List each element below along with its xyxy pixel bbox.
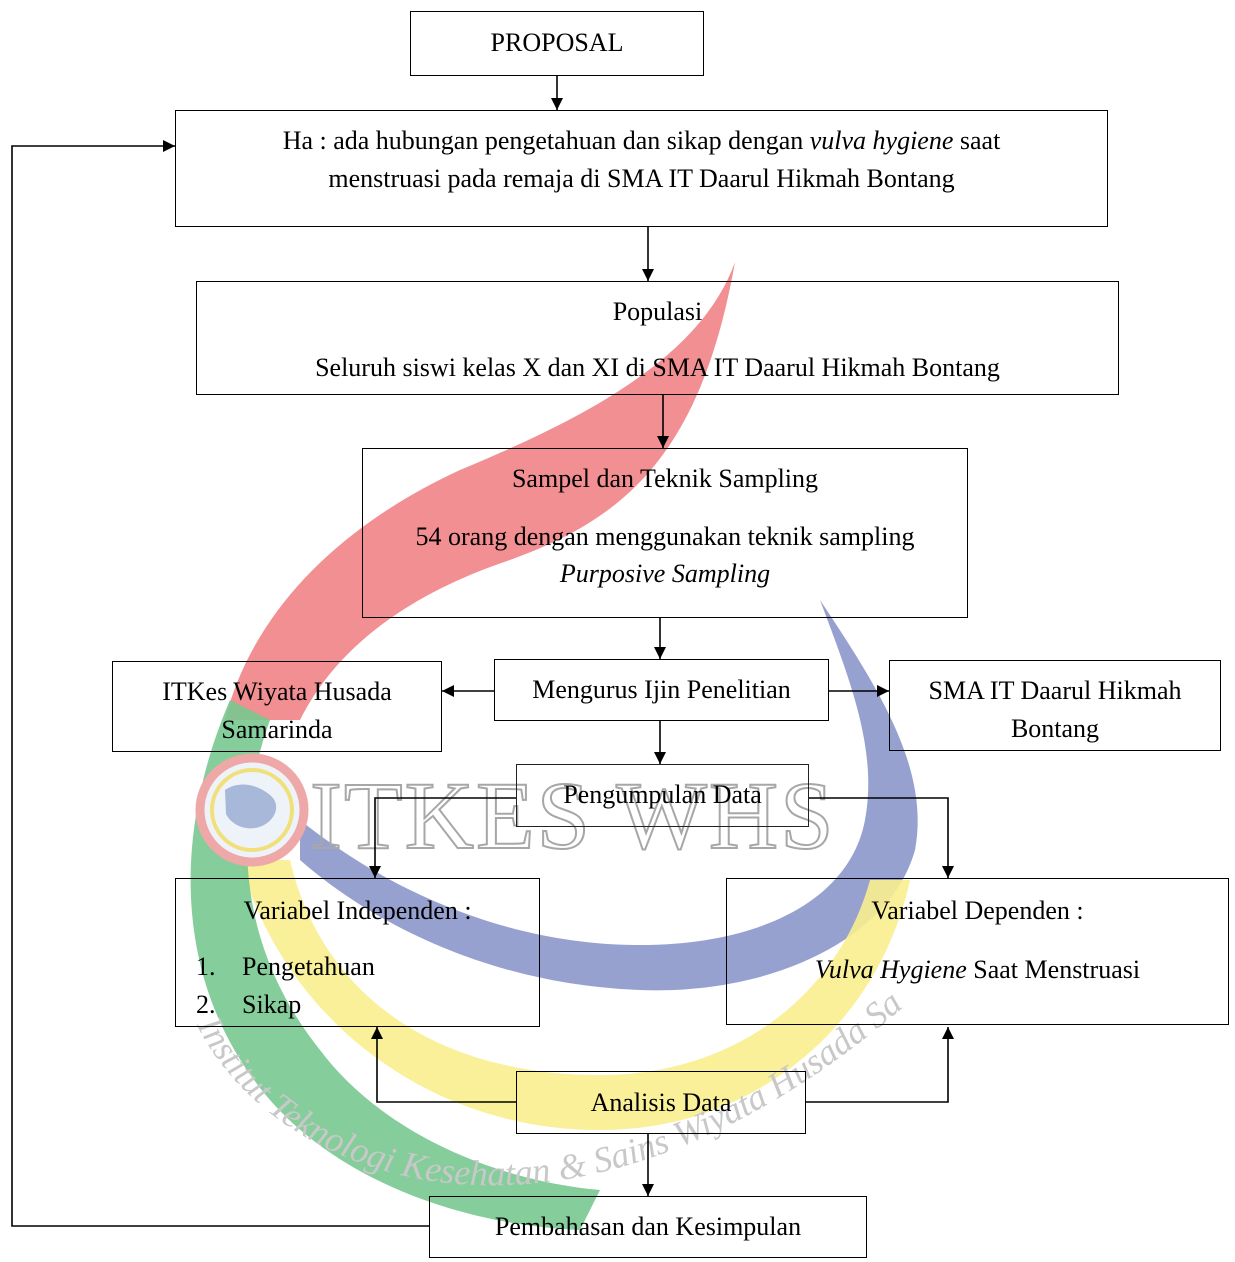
conclusion-label: Pembahasan dan Kesimpulan bbox=[494, 1212, 802, 1241]
hypothesis-italic-term: vulva hygiene bbox=[809, 126, 954, 155]
sample-line-2: Purposive Sampling bbox=[559, 559, 771, 588]
sma-box: SMA IT Daarul Hikmah Bontang bbox=[889, 660, 1221, 751]
arrow-feedback-loop-to-hypothesis bbox=[11, 140, 429, 1227]
arrow-analysis-to-dependent bbox=[806, 1027, 954, 1103]
sma-line-2: Bontang bbox=[1010, 714, 1100, 743]
proposal-box: PROPOSAL bbox=[410, 11, 704, 76]
hypothesis-suffix: saat bbox=[959, 126, 1001, 155]
hypothesis-line-1: Ha : ada hubungan pengetahuan dan sikap … bbox=[176, 123, 1107, 158]
itkes-line-2: Samarinda bbox=[221, 715, 333, 744]
globe-logo-inner-ring bbox=[210, 768, 294, 852]
arrow-collection-to-dependent bbox=[809, 797, 954, 878]
independent-item-1-label: Pengetahuan bbox=[242, 952, 375, 981]
hypothesis-prefix: Ha : ada hubungan pengetahuan dan sikap … bbox=[282, 126, 804, 155]
independent-list: 1. Pengetahuan 2. Sikap bbox=[196, 949, 375, 1022]
analysis-box: Analisis Data bbox=[516, 1071, 806, 1134]
independent-item-1-num: 1. bbox=[196, 952, 216, 981]
sample-title: Sampel dan Teknik Sampling bbox=[511, 464, 819, 493]
conclusion-box: Pembahasan dan Kesimpulan bbox=[429, 1196, 867, 1258]
dependent-variable-box: Variabel Dependen : Vulva Hygiene Saat M… bbox=[726, 878, 1229, 1025]
watermark-green-swoosh bbox=[190, 700, 600, 1230]
analysis-label: Analisis Data bbox=[590, 1088, 732, 1117]
independent-variable-box: Variabel Independen : 1. Pengetahuan 2. Si… bbox=[175, 878, 540, 1027]
itkes-box: ITKes Wiyata Husada Samarinda bbox=[112, 661, 442, 752]
watermark-yellow-swoosh bbox=[240, 860, 910, 1130]
dependent-title: Variabel Dependen : bbox=[871, 896, 1084, 925]
independent-item-2-num: 2. bbox=[196, 990, 216, 1019]
independent-item-1: 1. Pengetahuan bbox=[196, 949, 375, 987]
watermark-red-swoosh bbox=[225, 262, 735, 720]
sma-line-1: SMA IT Daarul Hikmah bbox=[928, 676, 1182, 705]
arrow-analysis-to-independent bbox=[371, 1027, 516, 1103]
independent-title: Variabel Independen : bbox=[243, 896, 472, 925]
independent-item-2-label: Sikap bbox=[242, 990, 302, 1019]
itkes-line-1: ITKes Wiyata Husada bbox=[162, 677, 392, 706]
collection-label: Pengumpulan Data bbox=[563, 780, 762, 809]
sample-line-1: 54 orang dengan menggunakan teknik sampl… bbox=[415, 522, 915, 551]
sample-box: Sampel dan Teknik Sampling 54 orang deng… bbox=[362, 448, 968, 618]
population-box: Populasi Seluruh siswi kelas X dan XI di… bbox=[196, 281, 1119, 395]
hypothesis-box: Ha : ada hubungan pengetahuan dan sikap … bbox=[175, 110, 1108, 227]
independent-item-2: 2. Sikap bbox=[196, 987, 375, 1022]
population-title: Populasi bbox=[612, 297, 703, 326]
dependent-suffix: Saat Menstruasi bbox=[973, 955, 1141, 984]
arrow-collection-to-independent bbox=[369, 797, 516, 878]
population-body: Seluruh siswi kelas X dan XI di SMA IT D… bbox=[315, 353, 1000, 382]
dependent-italic-term: Vulva Hygiene bbox=[814, 955, 967, 984]
collection-box: Pengumpulan Data bbox=[516, 764, 809, 827]
dependent-value: Vulva Hygiene Saat Menstruasi bbox=[727, 952, 1228, 987]
permit-box: Mengurus Ijin Penelitian bbox=[494, 659, 829, 721]
proposal-label: PROPOSAL bbox=[490, 28, 624, 57]
permit-label: Mengurus Ijin Penelitian bbox=[532, 675, 791, 704]
hypothesis-line-2: menstruasi pada remaja di SMA IT Daarul … bbox=[328, 164, 955, 193]
globe-landmass bbox=[225, 784, 277, 829]
watermark-logo-text: ITKES WHS bbox=[310, 762, 836, 869]
